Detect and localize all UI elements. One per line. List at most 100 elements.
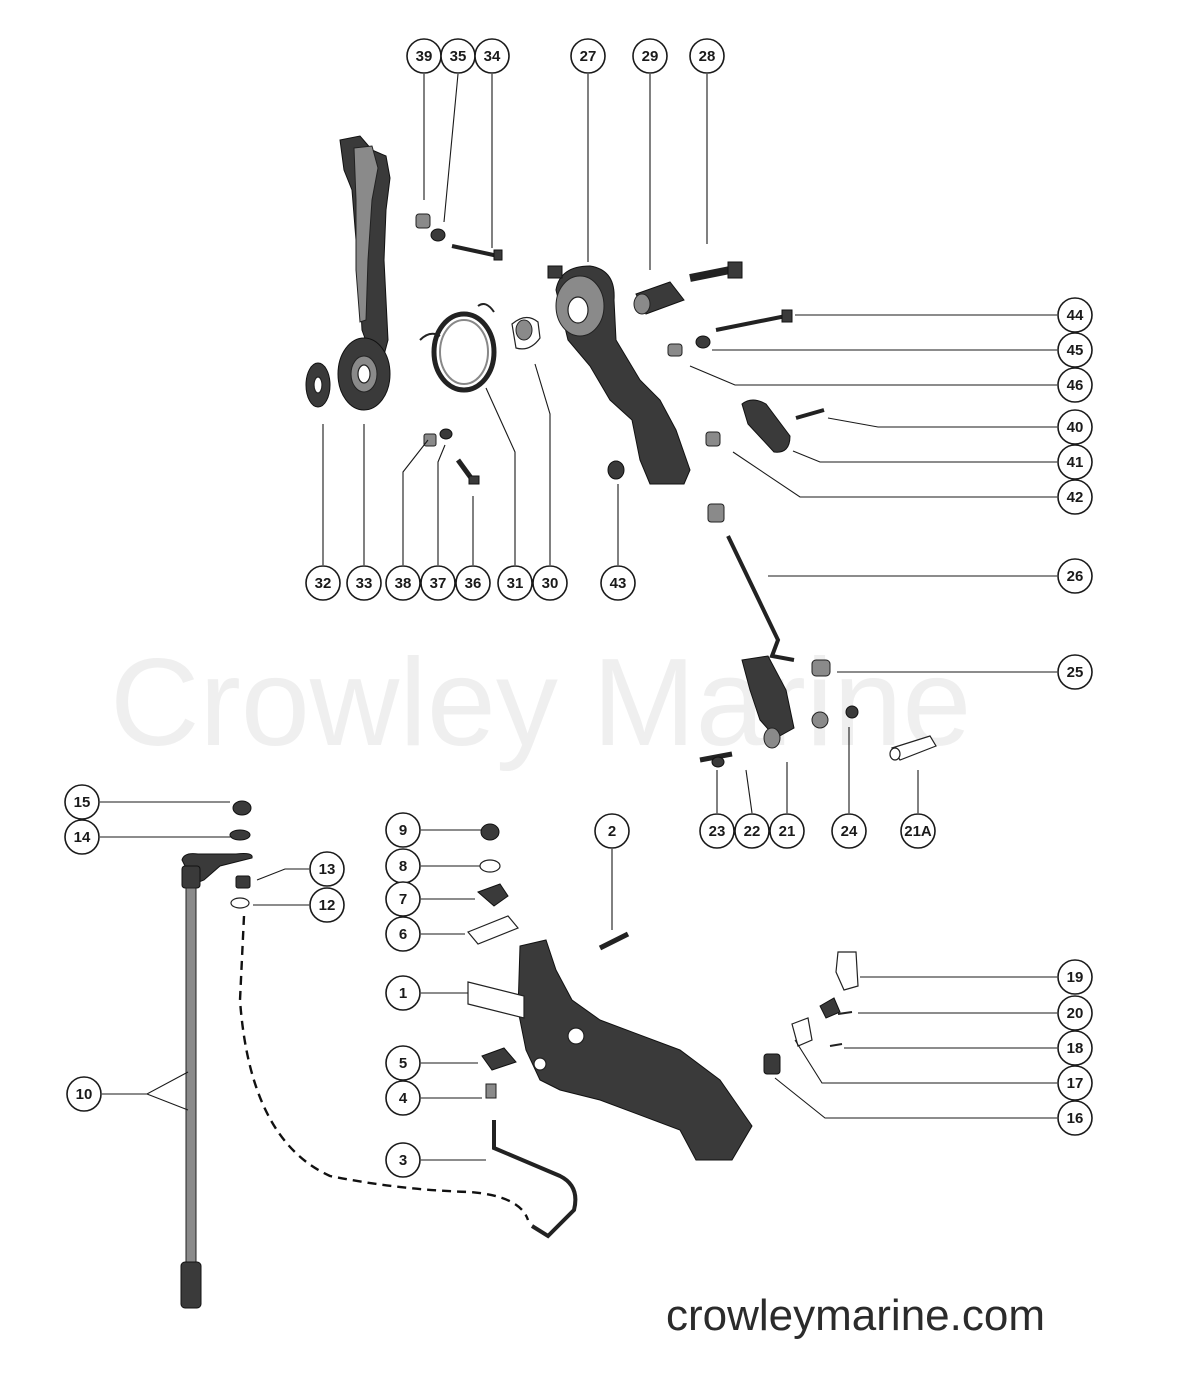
callout-circle — [689, 38, 725, 74]
callout-number: 4 — [399, 1090, 408, 1107]
callout-number: 5 — [399, 1055, 407, 1072]
callout-circle — [699, 813, 735, 849]
callout-circle — [1057, 297, 1093, 333]
callout-circle — [385, 1045, 421, 1081]
leader-line-10 — [146, 1093, 189, 1111]
tiller-arm-part — [337, 135, 391, 411]
callout-2: 2 — [594, 813, 630, 849]
callout-circle — [455, 565, 491, 601]
callout-45: 45 — [1057, 332, 1093, 368]
callout-circle — [900, 813, 936, 849]
callout-number: 2 — [608, 823, 616, 840]
callout-number: 44 — [1067, 307, 1084, 324]
callout-33: 33 — [346, 565, 382, 601]
callout-circle — [1057, 409, 1093, 445]
callout-circle — [385, 812, 421, 848]
callout-43: 43 — [600, 565, 636, 601]
leader-line-38 — [402, 439, 429, 565]
callout-30: 30 — [532, 565, 568, 601]
callout-27: 27 — [570, 38, 606, 74]
main-bracket-part — [467, 939, 753, 1161]
callout-39: 39 — [406, 38, 442, 74]
callout-number: 3 — [399, 1152, 407, 1169]
callout-18: 18 — [1057, 1030, 1093, 1066]
callout-16: 16 — [1057, 1100, 1093, 1136]
callout-23: 23 — [699, 813, 735, 849]
spring-part — [419, 303, 497, 393]
callout-circle — [1057, 995, 1093, 1031]
callout-number: 43 — [610, 575, 627, 592]
callout-38: 38 — [385, 565, 421, 601]
callout-number: 38 — [395, 575, 412, 592]
leader-line-41 — [792, 450, 1057, 463]
callout-number: 29 — [642, 48, 659, 65]
callout-number: 25 — [1067, 664, 1084, 681]
callout-13: 13 — [309, 851, 345, 887]
callout-number: 6 — [399, 926, 407, 943]
callout-circle — [1057, 959, 1093, 995]
callout-circle — [1057, 367, 1093, 403]
callout-number: 39 — [416, 48, 433, 65]
callout-circle — [532, 565, 568, 601]
callout-number: 37 — [430, 575, 447, 592]
callout-number: 35 — [450, 48, 467, 65]
callout-number: 32 — [315, 575, 332, 592]
leader-line-30 — [534, 363, 551, 565]
callout-number: 14 — [74, 829, 91, 846]
callout-circle — [385, 565, 421, 601]
callout-number: 18 — [1067, 1040, 1084, 1057]
callout-41: 41 — [1057, 444, 1093, 480]
callout-circle — [305, 565, 341, 601]
callout-42: 42 — [1057, 479, 1093, 515]
callout-circle — [1057, 444, 1093, 480]
leader-line-35 — [443, 73, 459, 223]
callout-number: 10 — [76, 1086, 93, 1103]
callout-circle — [570, 38, 606, 74]
part-artwork — [180, 135, 937, 1309]
callout-7: 7 — [385, 881, 421, 917]
leader-lines — [100, 73, 1057, 1161]
callout-3: 3 — [385, 1142, 421, 1178]
callout-number: 22 — [744, 823, 761, 840]
leader-line-31 — [485, 387, 516, 565]
leader-line-42 — [732, 451, 1057, 498]
callout-circle — [1057, 654, 1093, 690]
callout-circle — [1057, 479, 1093, 515]
leader-line-10 — [102, 1071, 189, 1095]
callout-number: 1 — [399, 985, 407, 1002]
callout-number: 23 — [709, 823, 726, 840]
watermark: Crowley Marine — [110, 634, 971, 772]
callout-number: 27 — [580, 48, 597, 65]
callout-number: 24 — [841, 823, 858, 840]
leader-line-16 — [774, 1077, 1057, 1119]
callout-number: 26 — [1067, 568, 1084, 585]
callout-number: 40 — [1067, 419, 1084, 436]
callout-number: 15 — [74, 794, 91, 811]
callout-12: 12 — [309, 887, 345, 923]
callout-circle — [1057, 1030, 1093, 1066]
callout-number: 31 — [507, 575, 524, 592]
callout-46: 46 — [1057, 367, 1093, 403]
callout-26: 26 — [1057, 558, 1093, 594]
callout-circle — [420, 565, 456, 601]
callout-number: 8 — [399, 858, 407, 875]
callout-circle — [632, 38, 668, 74]
callout-number: 19 — [1067, 969, 1084, 986]
callout-circle — [385, 975, 421, 1011]
leader-line-37 — [437, 444, 446, 565]
callout-circle — [1057, 332, 1093, 368]
callout-40: 40 — [1057, 409, 1093, 445]
callout-circle — [734, 813, 770, 849]
callout-14: 14 — [64, 819, 100, 855]
callout-number: 36 — [465, 575, 482, 592]
callout-number: 28 — [699, 48, 716, 65]
callout-20: 20 — [1057, 995, 1093, 1031]
callout-number: 41 — [1067, 454, 1084, 471]
leader-line-46 — [689, 365, 1057, 386]
callout-number: 21A — [904, 823, 932, 840]
callout-number: 12 — [319, 897, 336, 914]
callout-19: 19 — [1057, 959, 1093, 995]
callout-1: 1 — [385, 975, 421, 1011]
callout-number: 46 — [1067, 377, 1084, 394]
